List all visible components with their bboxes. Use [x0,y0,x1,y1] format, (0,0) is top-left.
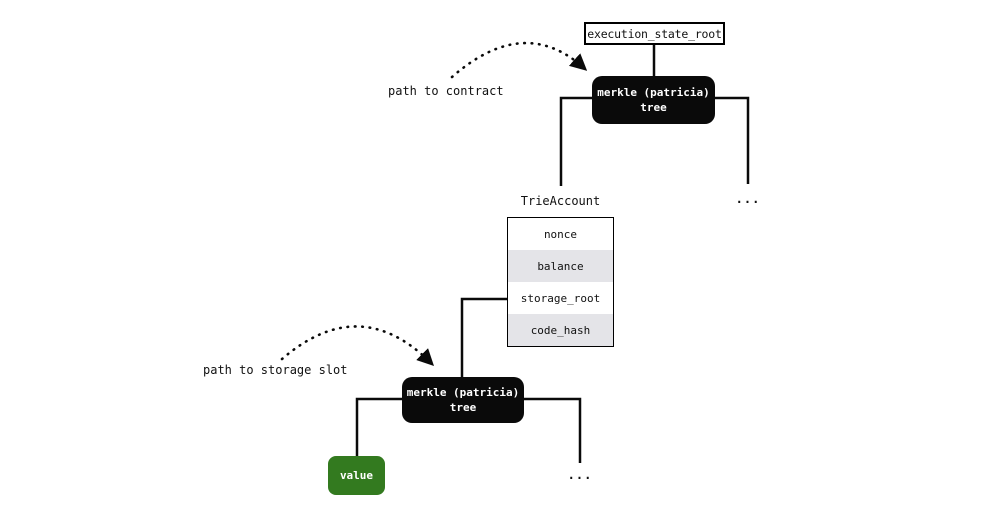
trie-account-title: TrieAccount [520,194,601,208]
account-row-nonce: nonce [543,227,578,241]
storage-merkle-tree-label-line1: merkle (patricia) [406,386,520,399]
connector-state-tree-to-ellipsis [713,96,750,184]
storage-tree-ellipsis: ... [567,468,593,482]
execution-state-root-label: execution_state_root [587,26,722,41]
path-to-storage-slot-arrow [280,325,434,366]
state-merkle-tree-label-line2: tree [640,101,667,114]
storage-merkle-tree-node: merkle (patricia) tree [402,377,524,423]
state-merkle-tree-label-line1: merkle (patricia) [597,86,710,99]
account-row-storage-root: storage_root [520,291,601,305]
account-row-balance: balance [508,250,613,282]
path-to-storage-slot-label: path to storage slot [203,363,348,377]
connector-storage-tree-to-value [355,397,404,456]
state-merkle-tree-node: merkle (patricia) tree [592,76,715,124]
value-leaf-box: value [328,456,385,495]
path-to-contract-label: path to contract [388,84,504,98]
path-to-contract-arrow [450,41,588,79]
connector-state-tree-to-account [559,96,594,186]
state-tree-ellipsis: ... [735,192,761,206]
trie-account-table: nonce balance storage_root code_hash [507,217,614,347]
execution-state-root-box: execution_state_root [584,22,725,45]
connector-storage-tree-to-ellipsis [521,397,582,463]
account-row-code-hash: code_hash [508,314,613,346]
value-leaf-label: value [339,469,374,482]
storage-merkle-tree-label-line2: tree [449,401,477,414]
